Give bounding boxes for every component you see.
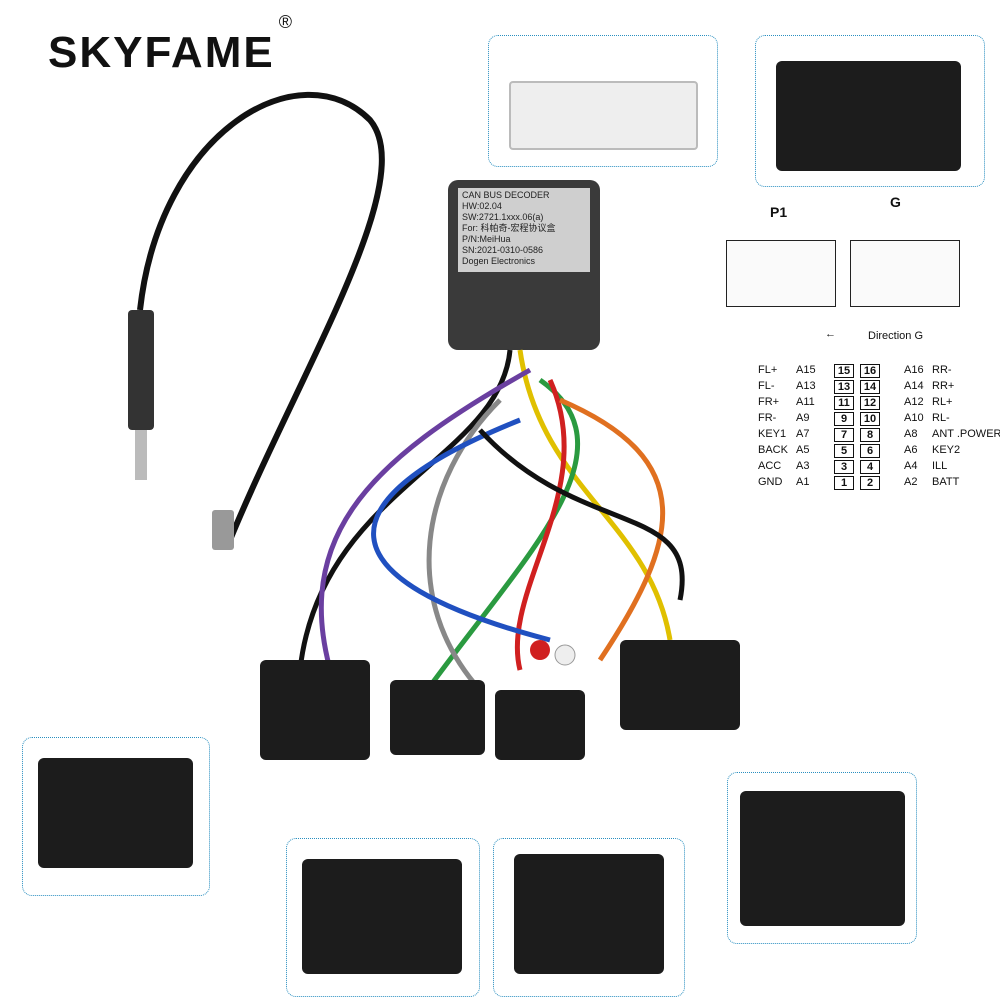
pin-right-name: KEY2 xyxy=(932,444,961,456)
pin-left-number: 5 xyxy=(834,444,854,458)
harness-connector-1 xyxy=(260,660,370,760)
pin-right-number: 14 xyxy=(860,380,880,394)
decoder-label: CAN BUS DECODER HW:02.04 SW:2721.1xxx.06… xyxy=(458,188,590,272)
pin-left-name: FL+ xyxy=(758,364,778,376)
decoder-title: CAN BUS DECODER xyxy=(462,190,550,200)
pin-right-number: 16 xyxy=(860,364,880,378)
direction-arrow-icon: ← xyxy=(825,328,836,340)
harness-connector-4 xyxy=(620,640,740,730)
p1-connector-drawing xyxy=(726,240,836,307)
pin-right-name: ILL xyxy=(932,460,948,472)
pin-right-code: A16 xyxy=(904,364,924,376)
pin-left-name: ACC xyxy=(758,460,782,472)
pin-right-name: RL+ xyxy=(932,396,953,408)
pin-left-name: BACK xyxy=(758,444,788,456)
pin-left-code: A13 xyxy=(796,380,816,392)
pin-left-code: A5 xyxy=(796,444,810,456)
antenna-pin xyxy=(135,430,147,480)
pin-left-number: 13 xyxy=(834,380,854,394)
wire-harness xyxy=(260,349,740,760)
pin-left-name: FR+ xyxy=(758,396,780,408)
connector-4-face xyxy=(740,791,905,926)
g-connector-drawing xyxy=(850,240,960,307)
pin-left-code: A15 xyxy=(796,364,816,376)
decoder-sn: SN:2021-0310-0586 xyxy=(462,245,544,255)
antenna-cable xyxy=(128,91,385,550)
pin-left-number: 15 xyxy=(834,364,854,378)
antenna-socket xyxy=(212,510,234,550)
callout-white-connector xyxy=(488,35,718,167)
brand: SKYFAME ® xyxy=(48,12,292,78)
callout-connector-2 xyxy=(286,838,480,997)
harness-connector-3 xyxy=(495,690,585,760)
pin-left-code: A3 xyxy=(796,460,810,472)
pin-left-name: KEY1 xyxy=(758,428,787,440)
connector-2-face xyxy=(302,859,462,974)
pin-left-number: 7 xyxy=(834,428,854,442)
pin-row: FR+ A11 11 12 A12 RL+ xyxy=(758,396,994,410)
pin-right-code: A14 xyxy=(904,380,924,392)
pin-left-number: 1 xyxy=(834,476,854,490)
harness-connector-2 xyxy=(390,680,485,755)
pin-right-number: 12 xyxy=(860,396,880,410)
callout-black-connector xyxy=(755,35,985,187)
pin-left-code: A9 xyxy=(796,412,810,424)
pin-right-name: RR+ xyxy=(932,380,955,392)
pin-right-number: 8 xyxy=(860,428,880,442)
pin-left-name: FL- xyxy=(758,380,775,392)
pin-right-code: A8 xyxy=(904,428,918,440)
decoder-for: For: 科帕奇-宏程协议盒 xyxy=(462,223,556,233)
decoder-hw: HW:02.04 xyxy=(462,201,502,211)
pin-left-number: 3 xyxy=(834,460,854,474)
pin-left-code: A11 xyxy=(796,396,815,408)
pin-row: FL- A13 13 14 A14 RR+ xyxy=(758,380,994,394)
pin-left-code: A1 xyxy=(796,476,810,488)
pin-right-code: A12 xyxy=(904,396,924,408)
pin-right-code: A6 xyxy=(904,444,918,456)
rca-white xyxy=(554,644,576,666)
connector-3-face xyxy=(514,854,664,974)
pin-right-name: RR- xyxy=(932,364,952,376)
g-label: G xyxy=(890,194,901,210)
callout-connector-3 xyxy=(493,838,685,997)
pin-right-number: 4 xyxy=(860,460,880,474)
decoder-pn: P/N:MeiHua xyxy=(462,234,511,244)
registered-mark: ® xyxy=(278,12,292,32)
pin-right-code: A4 xyxy=(904,460,918,472)
rca-red xyxy=(530,640,550,660)
pin-left-name: FR- xyxy=(758,412,777,424)
pin-right-code: A2 xyxy=(904,476,918,488)
pin-left-code: A7 xyxy=(796,428,810,440)
pin-right-number: 6 xyxy=(860,444,880,458)
pin-right-name: RL- xyxy=(932,412,950,424)
antenna-plug xyxy=(128,310,154,430)
pin-right-number: 10 xyxy=(860,412,880,426)
direction-label: Direction G xyxy=(868,330,924,342)
pin-row: FL+ A15 15 16 A16 RR- xyxy=(758,364,994,378)
can-bus-decoder: CAN BUS DECODER HW:02.04 SW:2721.1xxx.06… xyxy=(448,180,600,350)
pin-right-code: A10 xyxy=(904,412,924,424)
brand-logo: SKYFAME xyxy=(48,28,275,77)
connector-1-face xyxy=(38,758,193,868)
black-16pin-connector xyxy=(776,61,961,171)
pin-left-number: 9 xyxy=(834,412,854,426)
pin-right-number: 2 xyxy=(860,476,880,490)
callout-connector-1 xyxy=(22,737,210,896)
pin-left-name: GND xyxy=(758,476,783,488)
pin-right-name: ANT .POWER xyxy=(932,428,1000,440)
p1-label: P1 xyxy=(770,204,788,220)
decoder-sw: SW:2721.1xxx.06(a) xyxy=(462,212,544,222)
pin-right-name: BATT xyxy=(932,476,960,488)
callout-connector-4 xyxy=(727,772,917,944)
pin-left-number: 11 xyxy=(834,396,854,410)
white-connector xyxy=(509,81,698,150)
decoder-maker: Dogen Electronics xyxy=(462,256,536,266)
pin-row: FR- A9 9 10 A10 RL- xyxy=(758,412,994,426)
